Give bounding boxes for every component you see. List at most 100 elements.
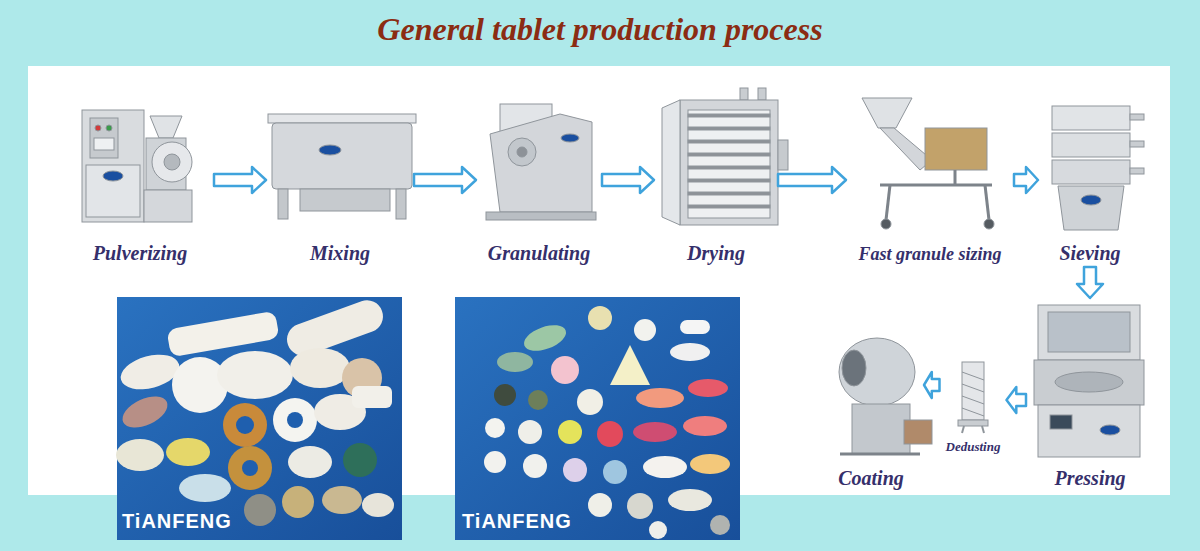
tablet-photo-part <box>636 388 684 408</box>
tablet-photo-part <box>710 515 730 535</box>
stage-label: Dedusting <box>944 440 1003 455</box>
dryer-machine-part <box>688 166 770 169</box>
pulverizer-machine-part <box>95 125 101 131</box>
granulator-machine-part <box>508 138 536 166</box>
mixer-machine-part <box>396 189 406 219</box>
tablet-photo-part <box>649 521 667 539</box>
sieve-machine-part <box>1052 106 1130 130</box>
diagram-title-row: General tablet production process <box>0 10 1200 48</box>
tablet-photo-part <box>521 320 570 356</box>
sieve-machine-part <box>1130 168 1144 174</box>
tablet-press-machine <box>1034 305 1144 457</box>
dedusting-machine-part <box>962 372 984 380</box>
coating-machine-part <box>904 420 932 444</box>
tablet-press-machine-part <box>1034 360 1144 405</box>
dryer-machine-part <box>688 110 770 218</box>
coating-machine-part <box>840 453 920 456</box>
tablet-photo-part <box>563 458 587 482</box>
flow-arrow <box>602 167 654 193</box>
tablet-photo-part <box>610 345 650 385</box>
pulverizer-machine-part <box>106 125 112 131</box>
tablet-photo-part <box>455 297 740 540</box>
dedusting-machine-part <box>962 362 984 420</box>
tablet-photo-part <box>528 390 548 410</box>
tablet-photo-part <box>688 379 728 397</box>
stage-label: Coating <box>836 467 906 490</box>
tablet-photo-part <box>494 384 516 406</box>
tablet-press-machine-part <box>1038 405 1140 457</box>
tablet-photo-part <box>603 460 627 484</box>
process-stage: Coating <box>820 330 922 490</box>
pulverizer-machine-part <box>94 138 114 150</box>
flow-arrow <box>1077 267 1103 298</box>
tablet-photo-part <box>287 412 303 428</box>
granule-sizer-machine-part <box>880 128 932 170</box>
tablet-photo-part <box>633 422 677 442</box>
granulator-machine-part <box>517 147 527 157</box>
coating-machine-part <box>839 338 915 406</box>
mixer-machine-part <box>300 189 390 211</box>
tablet-photo-part <box>242 460 258 476</box>
tablet-photo <box>455 297 740 540</box>
tablet-photo-part <box>484 451 506 473</box>
tablet-photo-part <box>282 486 314 518</box>
dryer-machine-part <box>662 100 680 225</box>
stage-label: Sieving <box>1057 242 1122 265</box>
tablet-photo-part <box>228 446 272 490</box>
sieve-machine-part <box>1052 133 1130 157</box>
tablet-photo-part <box>166 311 279 358</box>
tablet-photo-part <box>322 486 362 514</box>
process-stage: Drying <box>656 95 776 265</box>
dedusting-machine-part <box>962 396 984 404</box>
mixer-machine-part <box>272 123 412 189</box>
tablet-photo-part <box>223 403 267 447</box>
granule-sizer-machine-part <box>984 219 994 229</box>
sieve-machine-part <box>1130 114 1144 120</box>
process-stage: Sieving <box>1040 95 1140 265</box>
pulverizer-machine <box>82 110 192 222</box>
pulverizer-machine-part <box>103 171 123 181</box>
stage-label: Pulverizing <box>91 242 189 265</box>
granule-sizer-machine-part <box>880 184 992 187</box>
dedusting-machine-part <box>962 408 984 416</box>
tablet-photo-part <box>551 356 579 384</box>
granulator-machine-part <box>561 134 579 142</box>
tablet-photo-part <box>643 456 687 478</box>
flow-arrow <box>778 167 846 193</box>
granule-sizer-machine-part <box>925 128 987 170</box>
tablet-photo-part <box>343 443 377 477</box>
tablet-photo-part <box>118 390 172 434</box>
process-stage: Granulating <box>478 95 600 265</box>
flow-arrow <box>414 167 476 193</box>
tablet-photo-part <box>588 493 612 517</box>
stage-label: Drying <box>685 242 747 265</box>
tablet-photo-part <box>236 416 254 434</box>
tablet-photo-part <box>290 348 350 388</box>
tablet-photo-part <box>172 357 228 413</box>
diagram-title: General tablet production process <box>377 11 822 47</box>
coating-machine <box>839 338 932 454</box>
mixer-machine-part <box>319 145 341 155</box>
dryer-machine-part <box>688 205 770 208</box>
dryer-machine-part <box>688 140 770 143</box>
tablet-press-machine-part <box>1055 372 1123 392</box>
process-stage: Pressing <box>1028 300 1152 490</box>
process-stage: Dedusting <box>942 355 1005 455</box>
granule-sizer-machine-part <box>985 185 989 220</box>
dedusting-machine-part <box>982 426 984 433</box>
mixer-machine-part <box>278 189 288 219</box>
tablet-photo-part <box>362 493 394 517</box>
sieve-machine <box>1052 106 1144 230</box>
dryer-machine-part <box>758 88 766 100</box>
tablet-photo-part <box>627 493 653 519</box>
flow-arrow <box>1014 167 1038 193</box>
tablet-photo-part <box>273 398 317 442</box>
tablet-photo-part <box>217 351 293 399</box>
dedusting-machine <box>958 362 988 433</box>
tablet-photo-part <box>668 489 712 511</box>
tablet-photo-part <box>352 386 392 408</box>
dryer-machine-part <box>688 192 770 195</box>
tablet-photo-part <box>485 418 505 438</box>
